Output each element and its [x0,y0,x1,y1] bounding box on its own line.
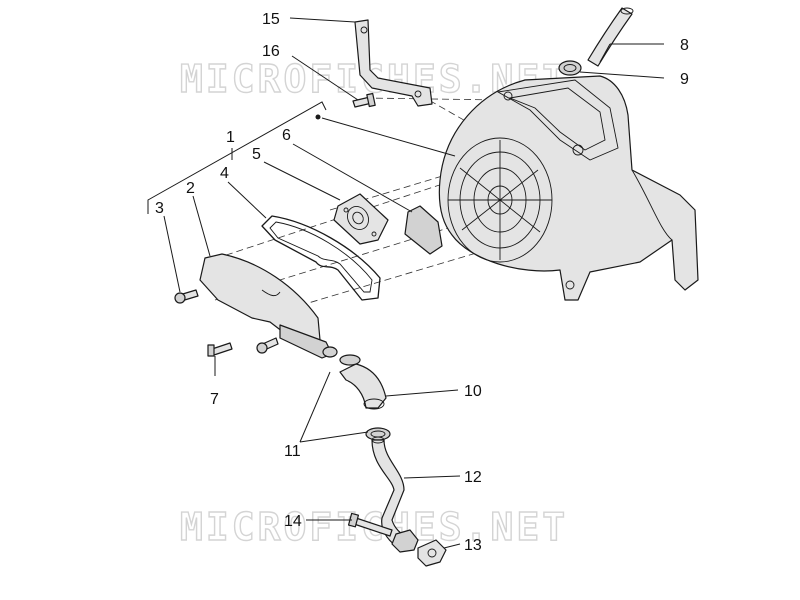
part-9-clamp [558,60,582,76]
part-10-hose [322,346,387,410]
callout-4: 4 [220,165,229,182]
callout-8: 8 [680,37,689,54]
assembly-dot [315,114,321,120]
callout-2: 2 [186,180,195,197]
callout-7: 7 [210,391,219,408]
part-4-gasket [261,215,381,301]
callout-14: 14 [284,513,302,530]
callout-numbers: 1 2 3 4 5 6 7 8 9 10 11 12 13 14 15 16 [155,11,689,554]
callout-1: 1 [226,129,235,146]
part-3-screw [174,289,199,304]
leader-lines [147,17,665,549]
callout-3: 3 [155,200,164,217]
part-13-gasket [391,529,447,567]
part-6-pad [404,205,443,255]
fan-housing [438,75,699,301]
callout-10: 10 [464,383,482,400]
part-2-cover [199,253,333,359]
part-14-bolt [347,512,393,537]
callout-6: 6 [282,127,291,144]
callout-9: 9 [680,71,689,88]
callout-5: 5 [252,146,261,163]
part-16-screw [352,92,376,108]
part-5-grommet [333,193,389,245]
callout-11: 11 [284,443,301,460]
part-15-bracket [354,19,433,107]
part-8-hose [587,7,634,67]
callout-15: 15 [262,11,280,28]
callout-12: 12 [464,469,482,486]
part-7-bolts [207,337,279,357]
part-11-clamp [365,427,391,441]
callout-16: 16 [262,43,280,60]
callout-13: 13 [464,537,482,554]
